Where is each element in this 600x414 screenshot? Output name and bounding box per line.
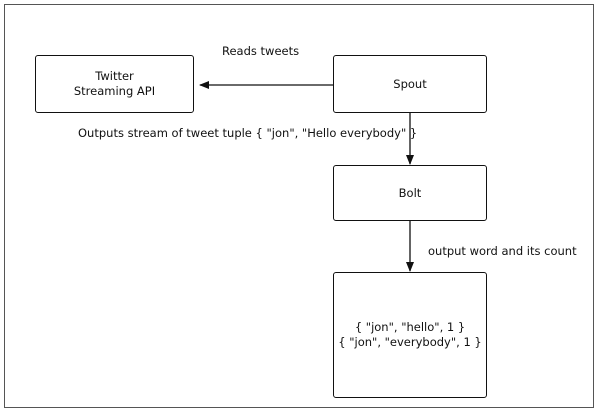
twitter-node-line1: Twitter [95,69,134,84]
edge-label-reads-tweets: Reads tweets [222,44,300,58]
spout-node-label: Spout [393,76,427,91]
bolt-node: Bolt [333,165,487,221]
spout-node: Spout [333,55,487,113]
twitter-node-line2: Streaming API [73,84,156,98]
edge-label-outputs-stream: Outputs stream of tweet tuple { "jon", "… [78,126,418,140]
output-node-line1: { "jon", "hello", 1 } [354,320,466,335]
edge-label-output-word-count: output word and its count [428,244,577,258]
output-node-line2: { "jon", "everybody", 1 } [338,335,482,349]
twitter-streaming-api-node: Twitter Streaming API [35,55,194,113]
bolt-node-label: Bolt [398,185,422,200]
output-tuples-node: { "jon", "hello", 1 } { "jon", "everybod… [333,272,487,398]
